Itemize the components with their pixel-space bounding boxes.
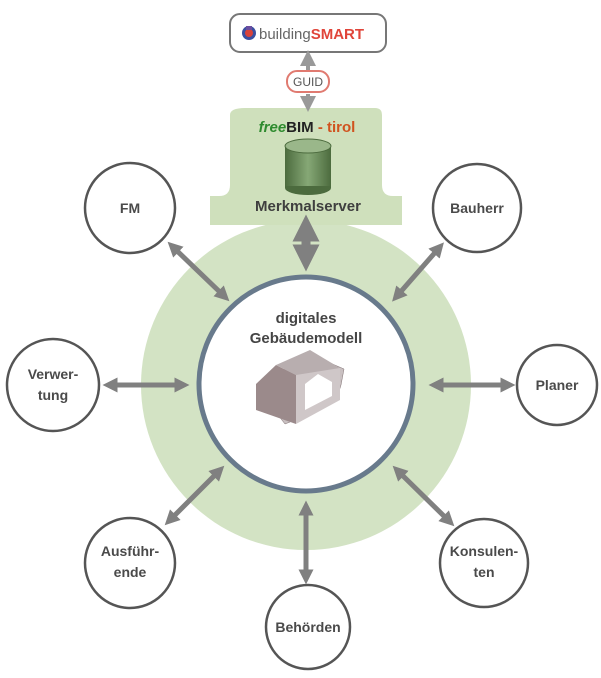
arrow-fm [167, 241, 230, 302]
logo-text-building: building [259, 26, 311, 43]
node-konsulenten-label-2: ten [474, 564, 495, 580]
node-planer: Planer [515, 343, 599, 427]
node-verwertung-label-2: tung [38, 387, 68, 403]
node-bauherr-label: Bauherr [450, 200, 504, 216]
logo-text-smart: SMART [311, 26, 364, 43]
guid-label: GUID [293, 75, 323, 89]
arrow-bauherr [392, 242, 444, 302]
merkmalserver-label: Merkmalserver [255, 198, 361, 215]
brand-separator: - [314, 119, 327, 136]
node-behoerden-label: Behörden [275, 619, 340, 635]
model-title-line2: Gebäudemodell [250, 330, 363, 347]
model-title-line1: digitales [276, 310, 337, 327]
brand-bim: BIM [286, 119, 314, 136]
node-ausfuehrende: Ausführ- ende [83, 516, 177, 610]
svg-text:buildingSMART: buildingSMART [259, 26, 364, 43]
node-konsulenten-label-1: Konsulen- [450, 543, 519, 559]
node-konsulenten: Konsulen- ten [438, 517, 530, 609]
node-ausfuehrende-label-2: ende [114, 564, 147, 580]
freebim-tirol-brand: freeBIM - tirol [259, 119, 356, 136]
node-behoerden: Behörden [264, 583, 352, 671]
node-planer-label: Planer [536, 377, 579, 393]
node-bauherr: Bauherr [431, 162, 523, 254]
house-model-icon [256, 350, 345, 425]
node-verwertung-label-1: Verwer- [28, 366, 79, 382]
database-cylinder-icon [284, 138, 332, 195]
buildingsmart-logo: buildingSMART [229, 13, 387, 53]
node-fm: FM [83, 161, 177, 255]
brand-free: free [259, 119, 287, 136]
node-ausfuehrende-label-1: Ausführ- [101, 543, 160, 559]
arrow-konsulenten [392, 465, 455, 527]
brand-tirol: tirol [327, 119, 355, 136]
buildingsmart-emblem-icon [242, 26, 256, 40]
node-verwertung: Verwer- tung [5, 337, 101, 433]
arrow-ausfuehrende [164, 465, 225, 526]
guid-badge: GUID [286, 70, 330, 93]
node-fm-label: FM [120, 200, 140, 216]
